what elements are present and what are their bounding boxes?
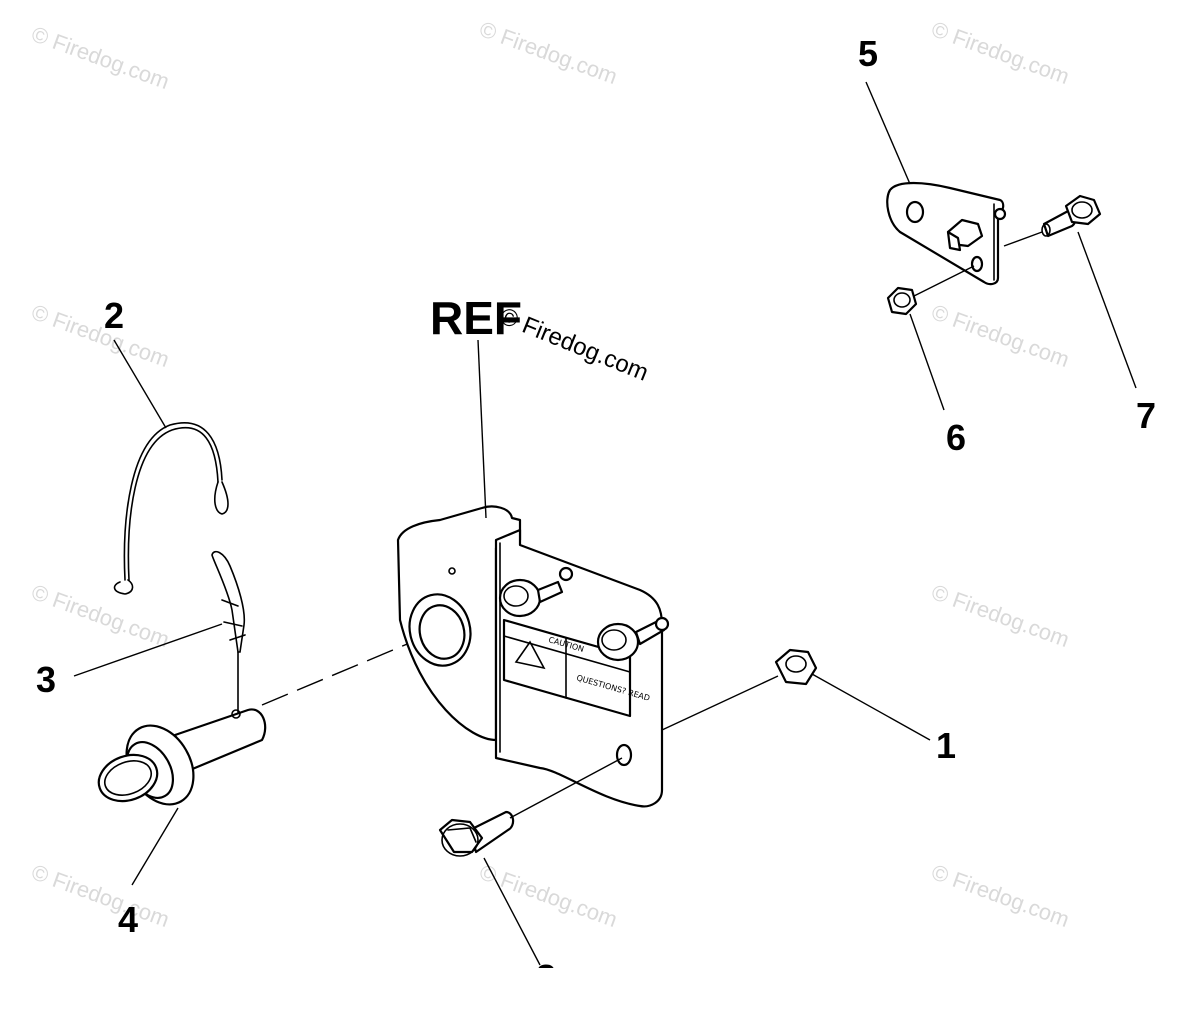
nut-part-1 xyxy=(774,648,818,686)
assembly-line-bolt-7 xyxy=(1003,231,1043,247)
watermark-6: © Firedog.com xyxy=(28,579,172,652)
watermark-11: © Firedog.com xyxy=(928,859,1072,932)
callout-3: 3 xyxy=(36,659,56,700)
flange-bolt-part-8 xyxy=(438,810,515,857)
callout-1: 1 xyxy=(936,725,956,766)
callout-6: 6 xyxy=(946,417,966,458)
assembly-line-nut-6 xyxy=(913,265,975,297)
watermark-1: © Firedog.com xyxy=(28,21,172,94)
nut-part-6 xyxy=(886,286,918,316)
bottom-crop xyxy=(0,968,1200,1018)
plate-part-5 xyxy=(886,181,1007,286)
hitch-bracket-ref: CAUTION QUESTIONS? READ xyxy=(396,505,670,808)
watermark-dark: © Firedog.com xyxy=(496,303,652,387)
leader-lines xyxy=(73,81,1137,966)
watermark-10: © Firedog.com xyxy=(476,859,620,932)
watermark-9: © Firedog.com xyxy=(28,859,172,932)
plate-bolt-lower-right xyxy=(596,616,670,662)
callout-7: 7 xyxy=(1136,395,1156,436)
bolt-part-7 xyxy=(1041,194,1102,238)
watermark-4: © Firedog.com xyxy=(28,299,172,372)
watermark-3: © Firedog.com xyxy=(928,16,1072,89)
assembly-line-pin xyxy=(261,641,413,706)
hitch-clip-part-3 xyxy=(211,550,246,713)
watermark-5: © Firedog.com xyxy=(928,299,1072,372)
assembly-line-nut xyxy=(661,675,779,731)
callout-4: 4 xyxy=(118,899,138,940)
ref-label: REF xyxy=(430,292,522,344)
callout-2: 2 xyxy=(104,295,124,336)
watermark-2: © Firedog.com xyxy=(476,16,620,89)
pin-part-4 xyxy=(97,708,267,806)
callouts: 1 2 3 4 5 6 7 8 xyxy=(36,33,1156,998)
callout-5: 5 xyxy=(858,33,878,74)
assembly-line-bolt xyxy=(509,757,623,819)
plate-bolt-upper-left xyxy=(498,578,564,618)
lanyard-part-2 xyxy=(113,422,229,595)
watermark-8: © Firedog.com xyxy=(928,579,1072,652)
